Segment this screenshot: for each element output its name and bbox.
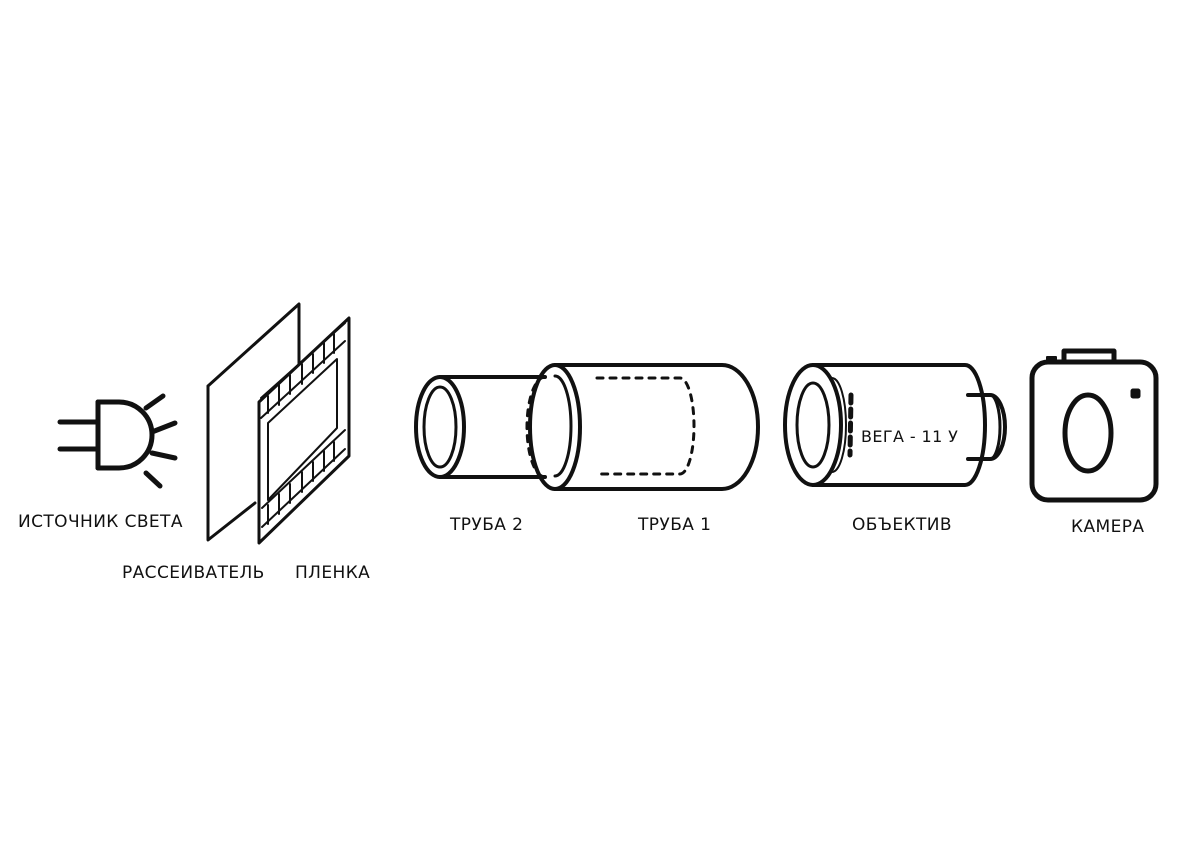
lens-icon xyxy=(783,363,1007,487)
lens-engraving-text: ВЕГА - 11 У xyxy=(861,427,959,446)
tube-1-icon xyxy=(528,363,760,491)
film-strip-icon xyxy=(257,316,351,545)
tube-2-label: ТРУБА 2 xyxy=(450,515,524,535)
camera-icon xyxy=(1029,348,1159,503)
camera-label: КАМЕРА xyxy=(1071,517,1145,537)
diffuser-label: РАССЕИВАТЕЛЬ xyxy=(122,563,265,583)
lens-label: ОБЪЕКТИВ xyxy=(852,515,952,535)
light-source-label: ИСТОЧНИК СВЕТА xyxy=(18,512,183,532)
tube-2-icon xyxy=(414,375,547,479)
tube-1-label: ТРУБА 1 xyxy=(638,515,712,535)
light-source-icon xyxy=(57,393,178,489)
film-label: ПЛЕНКА xyxy=(295,563,371,583)
